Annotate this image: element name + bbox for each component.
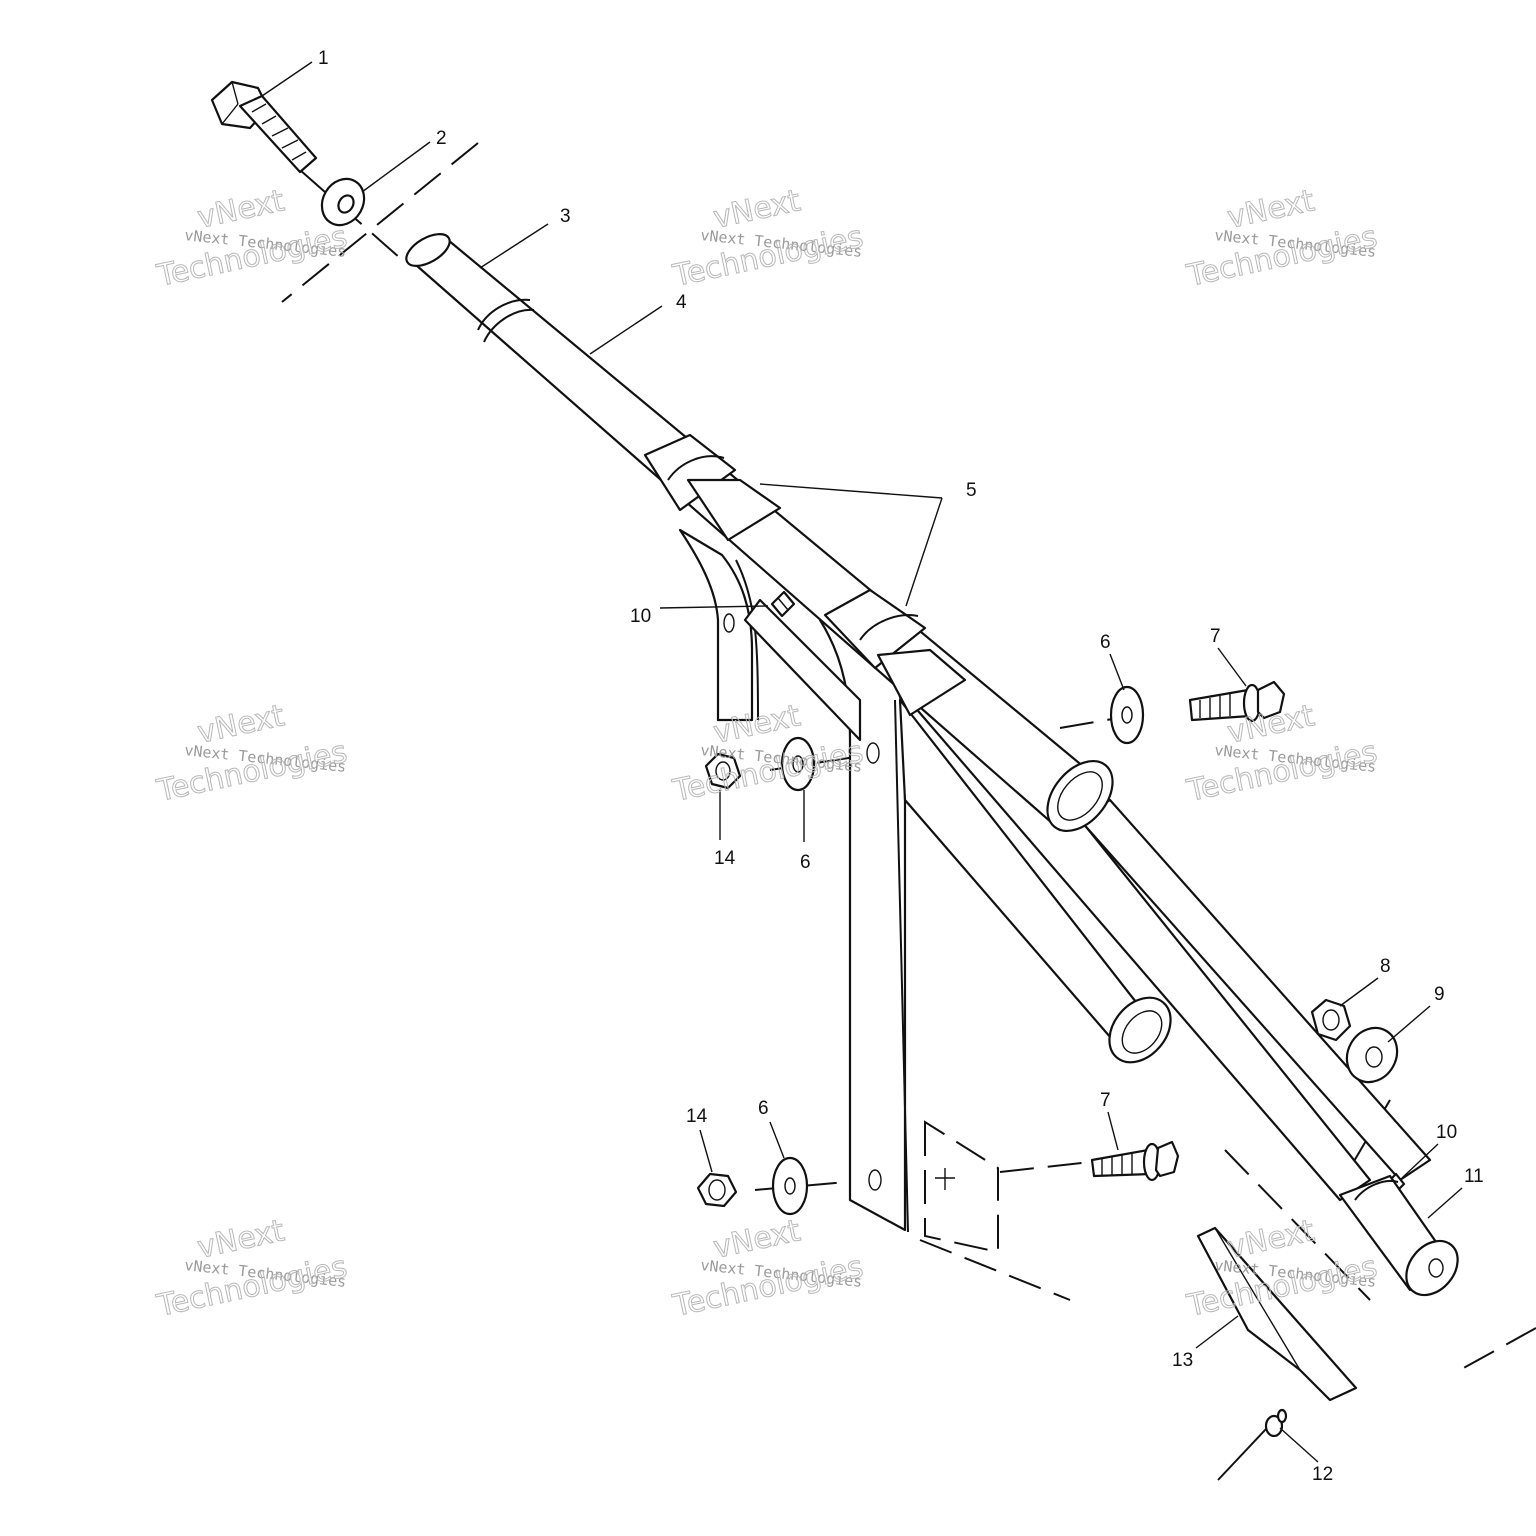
watermark-line3: Technologies [153,735,350,810]
lock-nut-lower [696,1172,738,1208]
watermarks: vNext vNext Technologies Technologies vN… [153,183,1381,1325]
shaft-open-end [1046,759,1114,833]
watermark-line3: Technologies [153,220,350,295]
lock-nut-center [704,752,742,790]
callout-7-upper: 7 [1210,626,1221,647]
flange-bolt-lower [1090,1140,1180,1182]
washer-part-right [1109,685,1145,745]
watermark-line3: Technologies [153,1250,350,1325]
flange-bolt-upper [1188,680,1286,723]
wear-plate [1196,1226,1358,1402]
end-tube [1338,1174,1459,1297]
mounting-plate-outline [924,1120,999,1254]
watermark: vNext vNext Technologies Technologies [153,1213,351,1325]
callout-3: 3 [560,206,571,227]
callout-14-lower: 14 [686,1106,708,1127]
watermark-line3: Technologies [1183,735,1380,810]
callout-6-lower: 6 [758,1098,769,1119]
washer-part-lower [771,1156,809,1216]
callout-13: 13 [1172,1350,1193,1371]
shaft-bushings [643,433,967,717]
hex-nut-part [1310,998,1352,1042]
rivet-part [1217,1408,1288,1481]
callout-6-center: 6 [800,852,811,873]
washer-part-center [780,736,816,792]
callout-2: 2 [436,128,447,149]
watermark-line3: Technologies [1183,220,1380,295]
washer-part-top [320,177,366,227]
callout-10-upper: 10 [630,606,651,627]
grease-fitting-upper [770,590,796,618]
assembly-center-lines [281,142,1536,1371]
callout-8: 8 [1380,956,1391,977]
callout-6-right: 6 [1100,632,1111,653]
hex-bolt-part [210,80,318,174]
watermark: vNext vNext Technologies Technologies [669,1213,867,1325]
leader-lines [261,61,1463,1463]
callout-10-lower: 10 [1436,1122,1457,1143]
watermark-line3: Technologies [669,735,866,810]
callout-5: 5 [966,480,977,501]
washer-part-large [1345,1026,1399,1084]
callout-labels: 1 2 3 4 5 10 6 7 14 6 8 9 14 6 7 10 11 1… [318,48,1484,1485]
callout-1: 1 [318,48,329,69]
watermark: vNext vNext Technologies Technologies [153,183,351,295]
watermark-line3: Technologies [669,220,866,295]
callout-11: 11 [1464,1166,1484,1187]
callout-4: 4 [676,292,687,313]
callout-12: 12 [1312,1464,1333,1485]
callout-9: 9 [1434,984,1445,1005]
watermark-line3: Technologies [669,1250,866,1325]
frame-bracket [678,528,1152,1233]
callout-7-lower: 7 [1100,1090,1111,1111]
watermark: vNext vNext Technologies Technologies [1183,183,1381,295]
callout-14-center: 14 [714,848,736,869]
watermark: vNext vNext Technologies Technologies [669,183,867,295]
watermark: vNext vNext Technologies Technologies [153,698,351,810]
